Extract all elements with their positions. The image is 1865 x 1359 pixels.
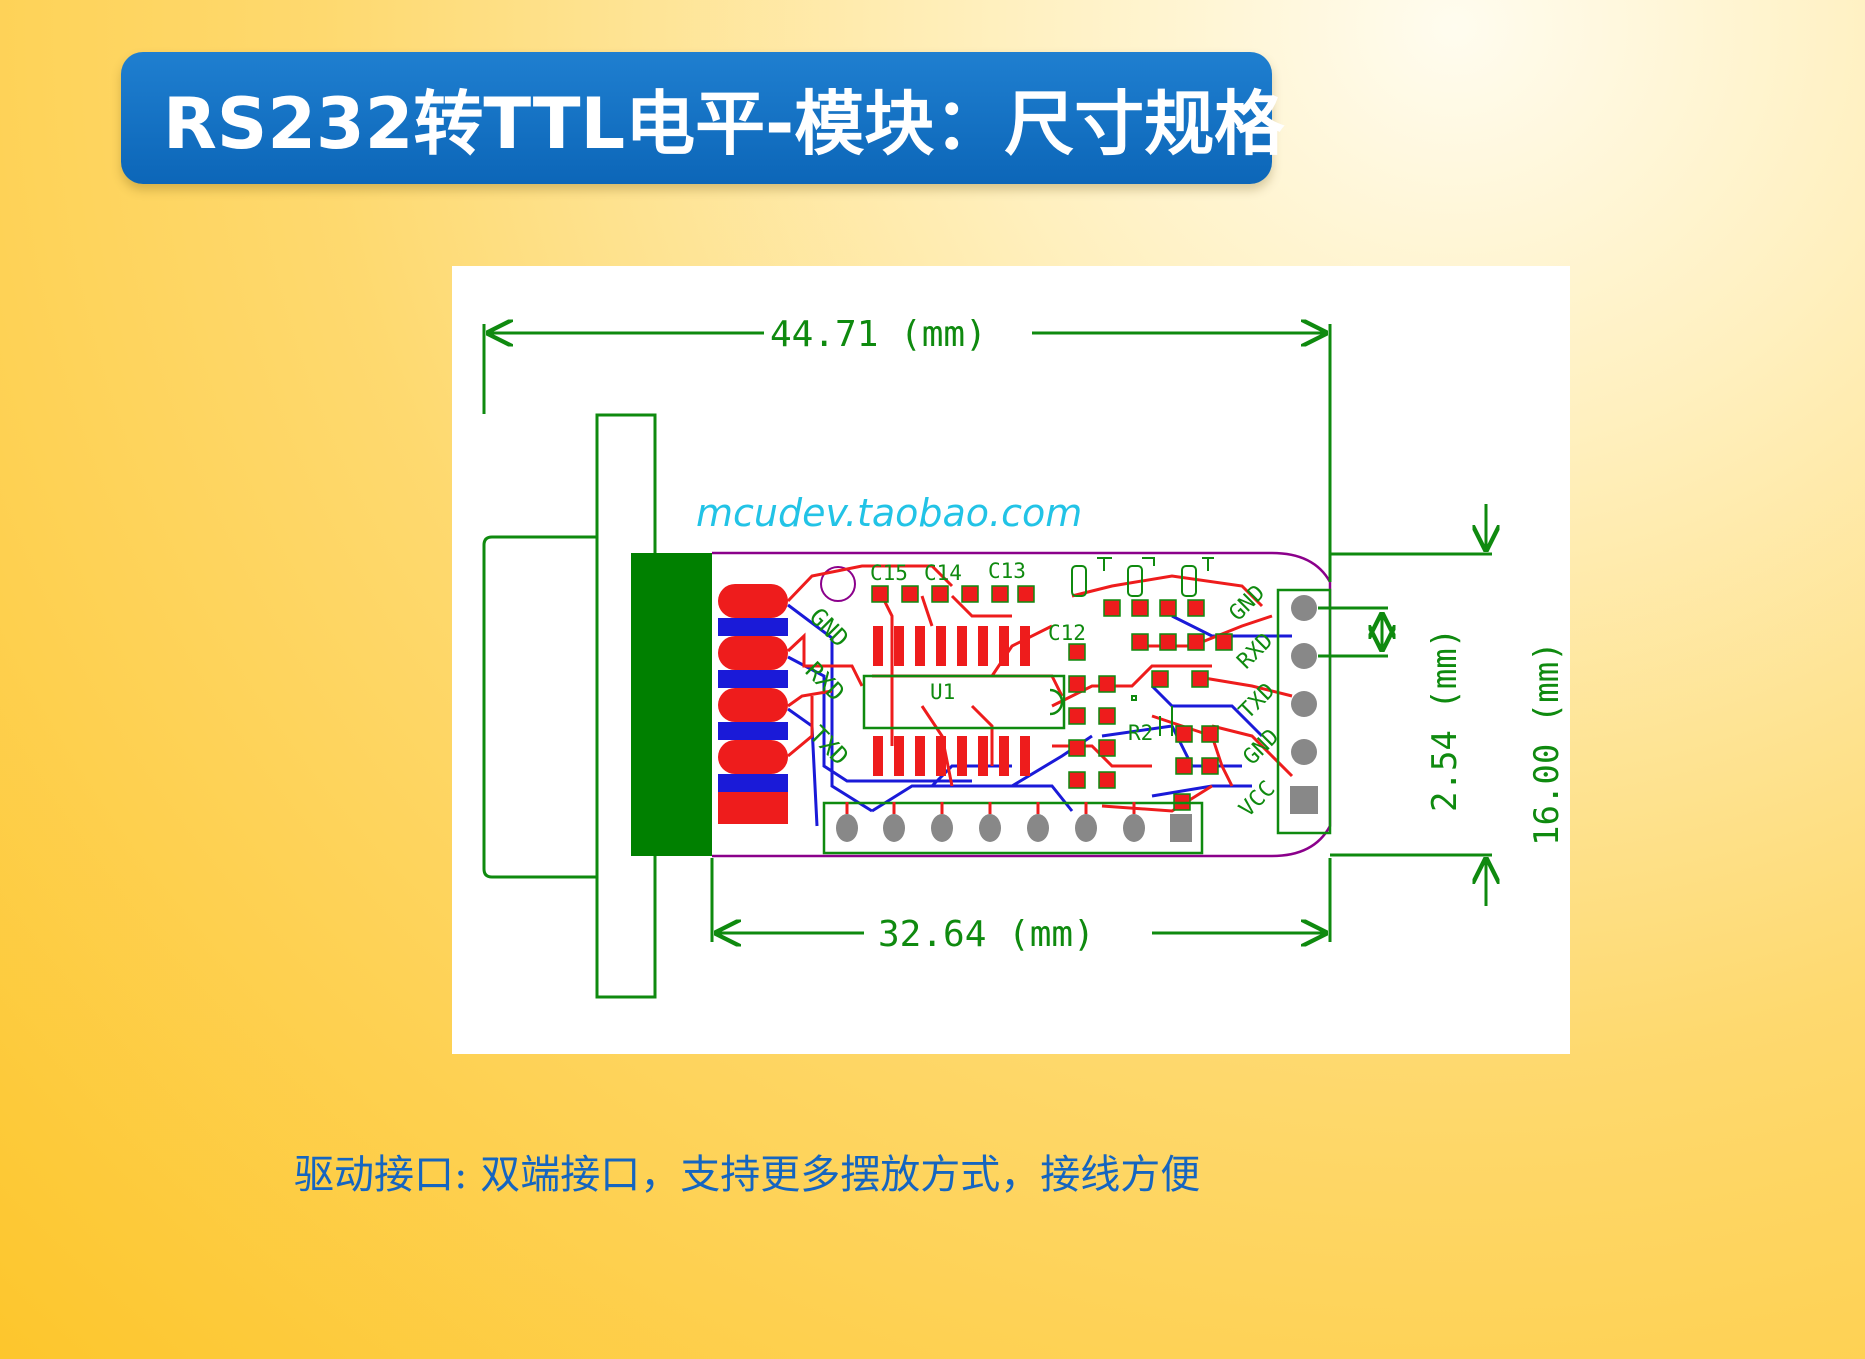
silkscreen-outlines [1071,557,1214,736]
pcb-dimension-drawing: C15 C14 C13 C12 U1 R2 GND RXD TXD GND RX… [452,266,1570,1054]
shop-url: mcudev.taobao.com [696,491,1082,535]
smd-pads [871,585,1233,811]
pin-label-left-rxd: RXD [800,656,850,706]
cap-label-c15: C15 [870,561,908,585]
ic-u1 [862,626,1066,776]
header-5pin [1276,588,1332,835]
dimension-lines [482,324,1492,942]
mounting-hole [820,566,856,602]
bottom-traces [787,603,1292,827]
dimension-labels: 44.71 (mm) 32.64 (mm) 2.54 (mm) 16.00 (m… [770,314,1567,955]
cap-label-c13: C13 [988,559,1026,583]
dim-height-board: 16.00 (mm) [1527,641,1567,846]
db9-connector [482,413,712,999]
resistor-label-r2: R2 [1128,721,1153,745]
db9-pads [718,584,788,824]
dim-width-total: 44.71 (mm) [770,314,987,355]
pin-label-left-gnd: GND [804,602,854,652]
header-8pin [822,801,1204,855]
dim-pin-pitch: 2.54 (mm) [1425,628,1465,812]
cap-label-c14: C14 [924,561,962,585]
page-title: RS232转TTL电平-模块：尺寸规格 [163,82,1285,165]
cap-label-c12: C12 [1048,621,1086,645]
ic-label-u1: U1 [930,680,955,704]
title-banner: RS232转TTL电平-模块：尺寸规格 [121,52,1284,184]
dim-width-board: 32.64 (mm) [878,914,1095,955]
caption-text: 驱动接口: 双端接口，支持更多摆放方式，接线方便 [294,1152,1201,1198]
pin-label-right-vcc: VCC [1235,776,1281,822]
connector-metal-shell [631,553,712,856]
